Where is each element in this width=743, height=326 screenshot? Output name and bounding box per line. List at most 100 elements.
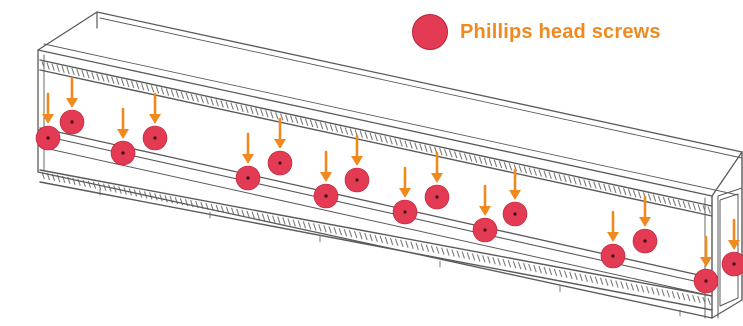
screw [313,150,339,209]
base-trim-texture [287,218,291,226]
screw-head-dot [611,254,615,258]
top-trim-texture [344,127,349,135]
top-trim-texture [424,144,428,152]
right-cap-top [717,187,743,197]
top-trim-texture [488,158,493,167]
top-trim-texture [294,116,299,124]
top-trim-texture [155,86,160,94]
base-trim-texture [323,225,327,233]
screw [424,151,450,210]
top-trim-texture [195,94,199,103]
base-trim-texture [558,269,563,278]
fireplace-frame [37,11,743,319]
top-trim-texture [444,148,448,157]
base-trim-texture [651,287,655,295]
screw [267,117,293,176]
arrow-down-icon [509,190,521,200]
screw-head-dot [278,161,282,165]
base-trim-texture [574,272,578,280]
base-trim-texture [456,250,460,258]
screw-head-dot [153,136,157,140]
screw [35,92,61,151]
base-trim-texture [184,198,189,207]
top-trim-texture [215,99,219,107]
screw [693,235,719,294]
top-trim-texture [71,67,75,76]
base-trim-texture [77,178,81,186]
base-trim-texture [282,217,286,225]
base-trim-texture [615,280,619,288]
screw-head-dot [403,210,407,214]
screw-head-dot [246,176,250,180]
top-trim-texture [483,157,488,165]
top-trim-texture [429,145,433,154]
top-trim-texture [439,147,443,156]
top-trim-texture [210,98,214,106]
end-panel-window [719,193,739,307]
base-trim-texture [425,244,430,252]
base-trim-texture [441,247,445,255]
top-trim-texture [230,102,234,110]
screw [502,168,528,227]
base-trim-texture [420,243,425,251]
top-trim-texture [632,190,637,198]
top-trim-texture [603,183,607,191]
top-trim-texture [260,108,264,117]
top-trim-texture [41,61,45,69]
top-trim-texture [473,155,478,163]
top-trim-texture [687,201,692,210]
top-trim-texture [578,178,582,186]
top-trim-texture [389,137,393,145]
top-back-line [99,17,743,159]
screw [721,218,743,277]
top-trim-texture [414,142,418,150]
top-trim-texture [190,93,195,102]
base-trim-upper [39,169,713,297]
top-trim-texture [419,143,423,151]
top-trim-texture [285,114,289,122]
base-trim-texture [292,219,296,227]
base-trim-texture [302,221,307,229]
top-trim-texture [280,113,284,121]
top-trim-texture [235,103,239,111]
top-trim-texture [697,204,701,212]
top-trim-texture [225,101,229,109]
screw-head-dot [483,228,487,232]
top-trim-texture [140,82,145,91]
upper-rail-inner [39,146,713,297]
top-trim-texture [160,87,165,95]
top-trim-texture [150,85,155,93]
arrow-down-icon [242,154,254,164]
top-trim-texture [304,118,309,127]
base-trim-texture [384,236,389,245]
base-trim-texture [328,226,332,234]
top-trim-texture [121,78,125,86]
screw-head-dot [513,212,517,216]
base-trim-texture [671,291,676,299]
base-trim-texture [620,281,624,289]
base-trim-texture [702,296,706,305]
top-trim-upper [39,59,713,207]
top-trim-texture [548,171,552,180]
base-trim-texture [707,297,711,306]
top-trim-texture [682,200,687,209]
base-trim-texture [605,278,609,286]
base-trim-texture [394,238,399,247]
top-trim-texture [130,80,135,89]
top-trim-texture [498,160,503,169]
top-trim-texture [245,105,249,114]
top-trim-texture [449,150,453,158]
arrow-down-icon [149,114,161,124]
upper-rail-top [39,127,713,279]
top-trim-texture [170,89,175,97]
top-trim-lower [39,69,713,217]
base-trim-texture [589,275,594,283]
top-trim-texture [508,163,513,171]
top-trim-texture [329,124,334,132]
base-trim-texture [272,215,276,223]
base-trim-texture [333,227,337,235]
top-trim-texture [309,119,314,128]
base-trim-texture [159,194,163,202]
base-trim-texture [266,214,271,222]
base-trim-texture [405,240,409,248]
